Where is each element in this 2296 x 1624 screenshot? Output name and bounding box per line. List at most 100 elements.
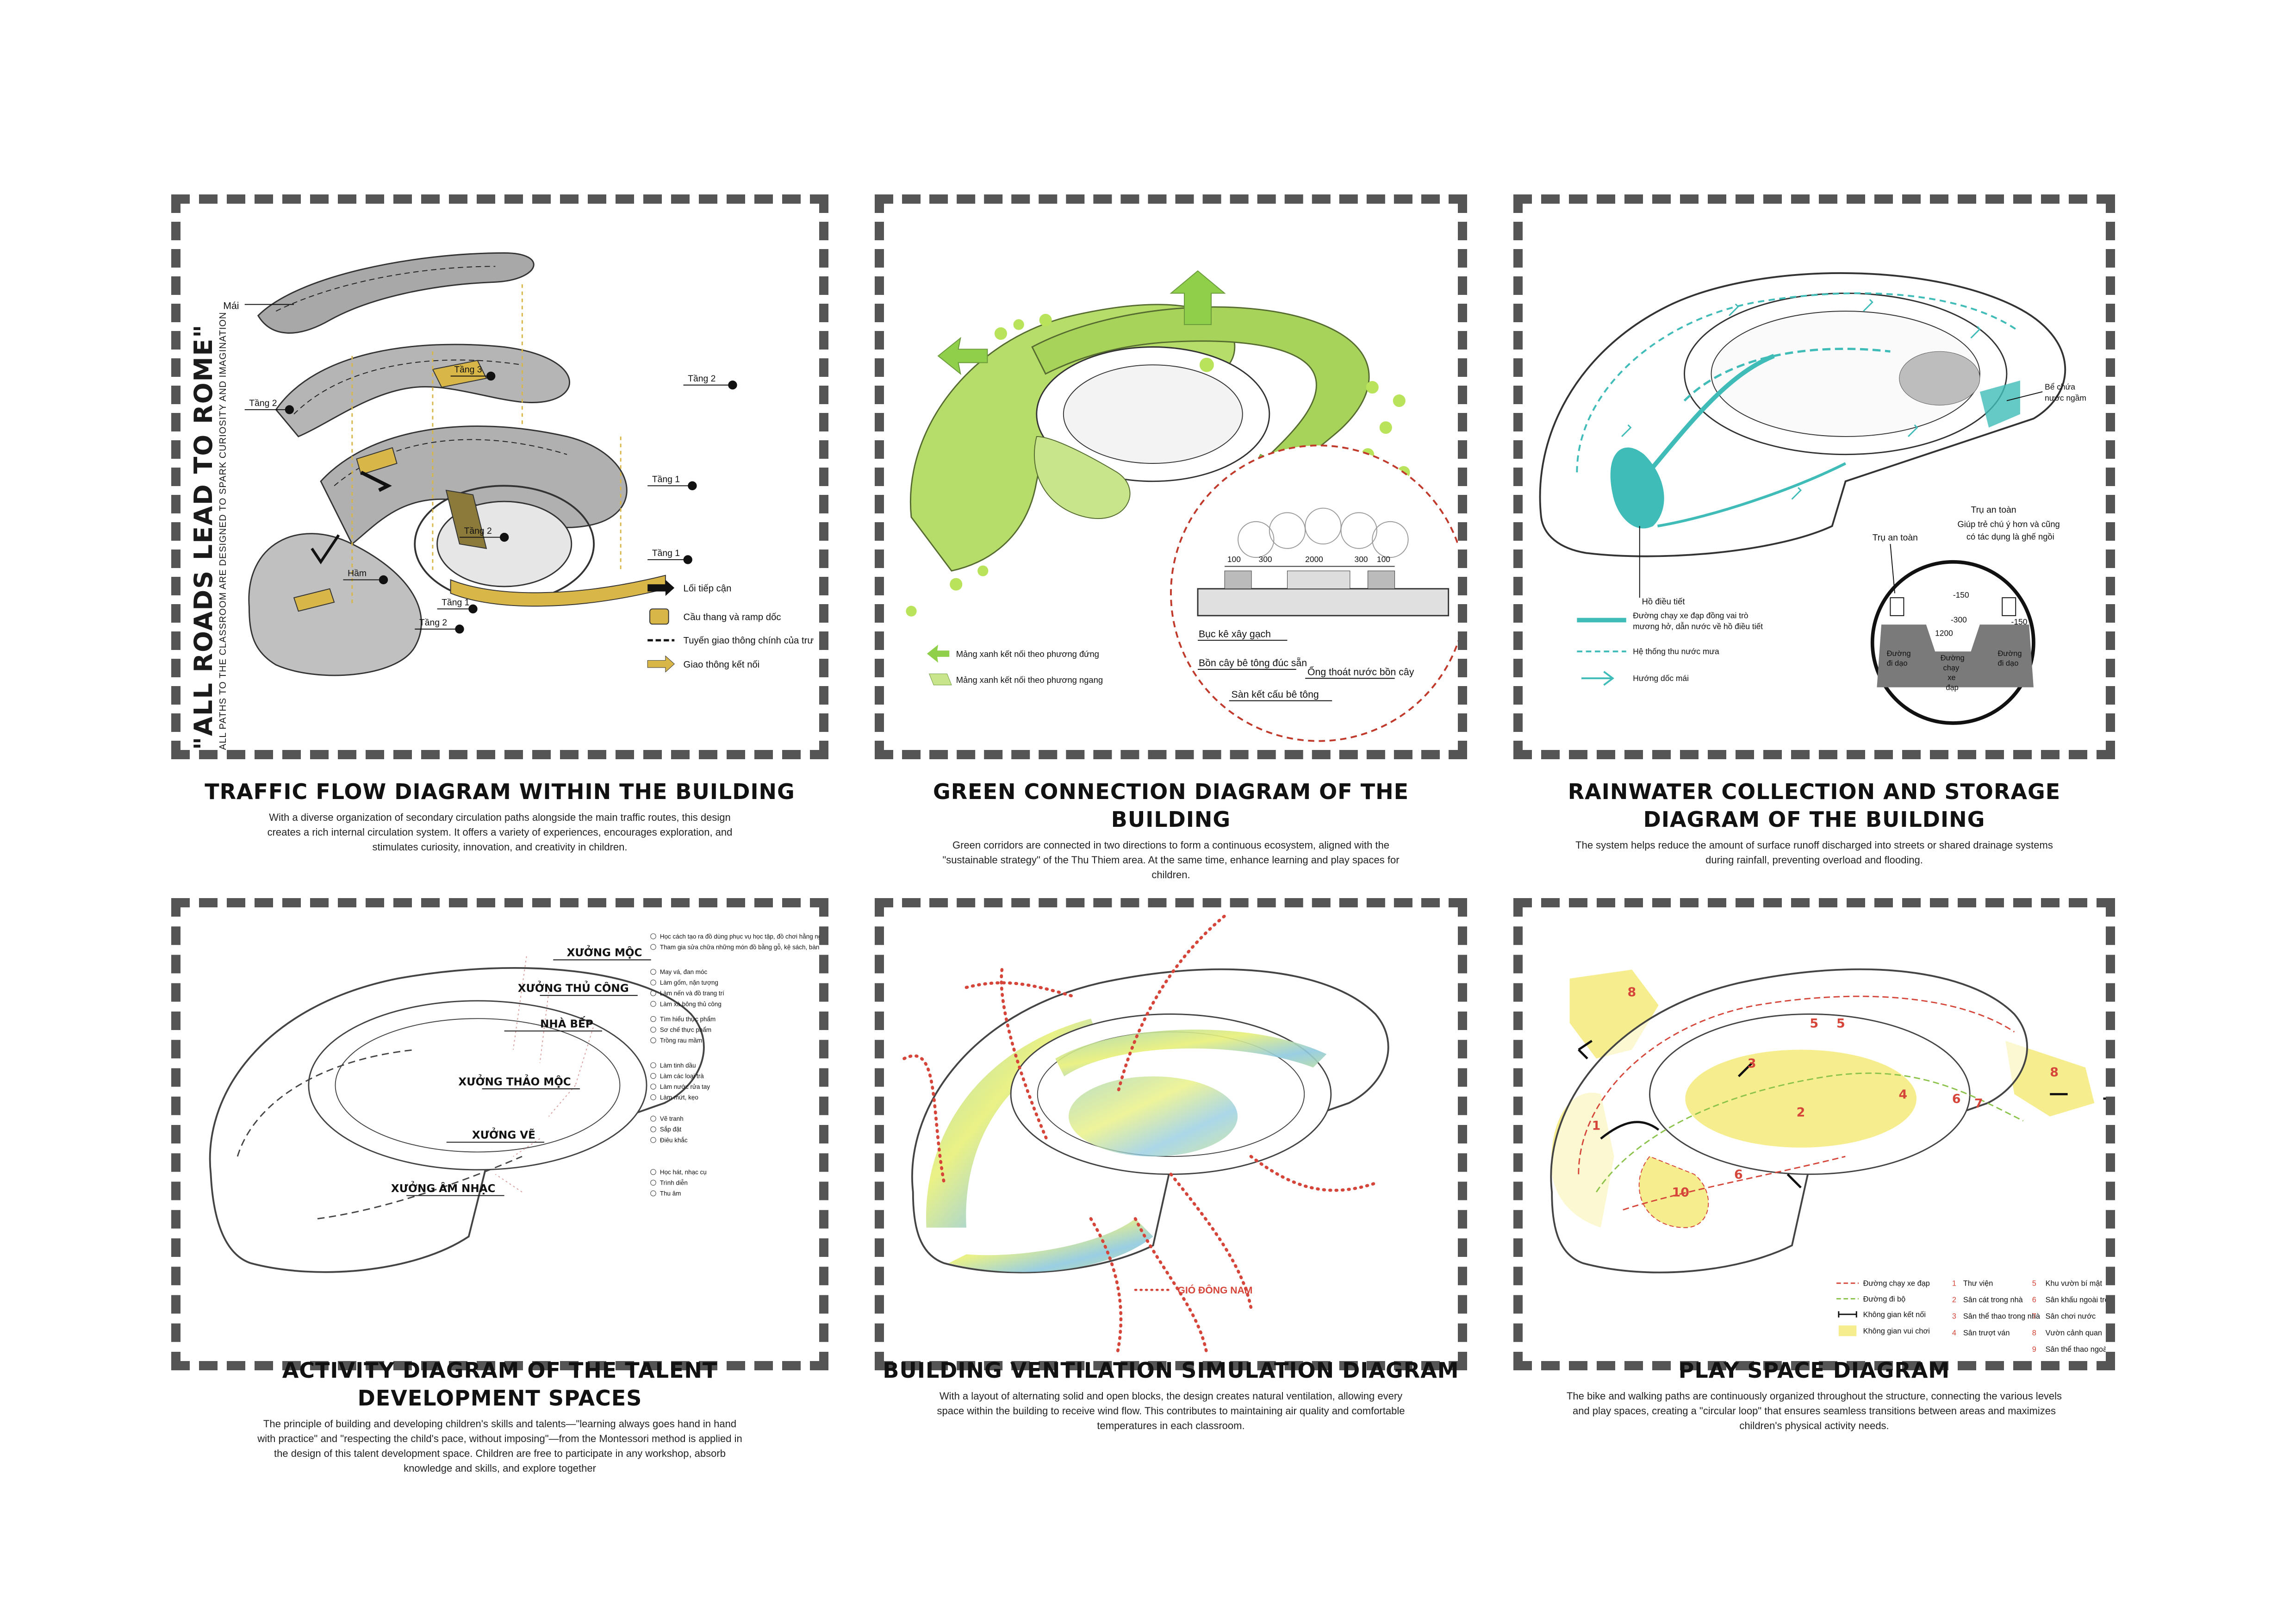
- activity-icon: [650, 1169, 656, 1175]
- caption-title: TRAFFIC FLOW DIAGRAM WITHIN THE BUILDING: [205, 779, 795, 804]
- vertical-green-icon: [927, 644, 950, 663]
- activity-icon: [650, 980, 656, 986]
- dimension-label: 2000: [1305, 555, 1323, 564]
- caption-title: BUILDING VENTILATION SIMULATION DIAGRAM: [883, 1358, 1459, 1383]
- zone-name: XƯỞNG VẼ: [472, 1128, 535, 1142]
- activity-icon: [650, 944, 656, 950]
- caption-wind: BUILDING VENTILATION SIMULATION DIAGRAM …: [875, 1356, 1467, 1433]
- legend-item: Hướng dốc mái: [1633, 674, 1689, 683]
- caption-traffic: TRAFFIC FLOW DIAGRAM WITHIN THE BUILDING…: [171, 778, 828, 855]
- wind-label: GIÓ ĐÔNG NAM: [1177, 1285, 1252, 1296]
- panel-traffic: Mái Tầng 3 Tầng 2 Tầng 2 Tầng 1 Tầng 2 T…: [171, 194, 828, 759]
- vertical-title: "ALL ROADS LEAD TO ROME" ALL PATHS TO TH…: [189, 312, 228, 750]
- legend-item: Khu vườn bí mật: [2046, 1280, 2103, 1288]
- activity-icon: [650, 990, 656, 996]
- tru-label: Trụ an toàn: [1873, 532, 1918, 543]
- legend-number: 9: [2032, 1345, 2036, 1354]
- activity-icon: [650, 1094, 656, 1100]
- legend-item: Mảng xanh kết nối theo phương ngang: [956, 675, 1103, 685]
- label-tang1-bottom: Tầng 1: [442, 598, 469, 608]
- caption-title-line1: RAINWATER COLLECTION AND STORAGE: [1568, 779, 2061, 804]
- zone-item: Làm nến và đồ trang trí: [660, 990, 724, 997]
- caption-title-line2: DIAGRAM OF THE BUILDING: [1643, 807, 1985, 832]
- activity-icon: [650, 1190, 656, 1197]
- activity-icon: [650, 933, 656, 939]
- zone-item: Thu âm: [660, 1190, 681, 1197]
- play-diagram: 12345566788910 Đường chạy xe đạp Đường đ…: [1550, 968, 2106, 1354]
- green-diagram: 100 300 2000 300 100 Bục kê xây gạch Bồn…: [906, 270, 1458, 742]
- activity-icon: [650, 1116, 656, 1122]
- legend-item: Sân chơi nước: [2046, 1312, 2096, 1321]
- legend-item: Mảng xanh kết nối theo phương đứng: [956, 649, 1099, 659]
- tank-label: nước ngầm: [2045, 394, 2086, 403]
- zone-item: Trồng rau mầm: [660, 1037, 702, 1044]
- legend-number: 3: [1952, 1312, 1956, 1321]
- section-label: đi dạo: [1887, 659, 1908, 668]
- zone-name: XƯỞNG ÂM NHẠC: [391, 1181, 496, 1195]
- legend-item: Sân khấu ngoài trời: [2046, 1296, 2106, 1304]
- zone-item: Vẽ tranh: [660, 1115, 684, 1122]
- section-label: xe: [1948, 674, 1955, 682]
- arrow-icon: [647, 580, 675, 596]
- activity-icon: [650, 1001, 656, 1007]
- zone-item: Sắp đặt: [660, 1126, 682, 1133]
- legend-number: 7: [2032, 1312, 2036, 1321]
- activity-icon: [650, 1180, 656, 1186]
- zone-item: Làm xà bông thủ công: [660, 1000, 722, 1007]
- zone-number: 4: [1899, 1087, 1908, 1102]
- activity-icon: [650, 1083, 656, 1090]
- wind-diagram: GIÓ ĐÔNG NAM: [902, 914, 1389, 1354]
- legend-item: Cầu thang và ramp dốc: [684, 612, 781, 623]
- legend-number: 2: [1952, 1296, 1956, 1304]
- caption-desc: With a diverse organization of secondary…: [267, 812, 733, 853]
- dimension-label: 100: [1377, 555, 1390, 564]
- zone-item: Tìm hiểu thực phẩm: [660, 1016, 716, 1023]
- legend-item: Thư viện: [1963, 1280, 1993, 1288]
- legend-item: Đường chạy xe đạp đồng vai trò: [1633, 611, 1748, 620]
- legend-item: Đường chạy xe đạp: [1863, 1280, 1930, 1288]
- zone-item: Tham gia sửa chữa những món đồ bằng gỗ, …: [660, 943, 819, 950]
- detail-label: Bục kê xây gạch: [1199, 628, 1271, 639]
- zone-number: 1: [1592, 1118, 1601, 1133]
- zone-number: 8: [1627, 985, 1636, 999]
- roof-slope-icon: [1581, 671, 1614, 686]
- legend-item: Giao thông kết nối: [684, 660, 760, 670]
- section-label: Đường: [1998, 650, 2022, 658]
- zone-item: Làm gốm, nặn tượng: [660, 979, 718, 986]
- label-tang2-right: Tầng 2: [688, 374, 716, 384]
- legend-item: mương hở, dẫn nước về hồ điều tiết: [1633, 622, 1763, 631]
- play-zone-numbers: 12345566788910: [1592, 985, 2059, 1199]
- dimension-label: 300: [1259, 555, 1272, 564]
- caption-desc: The system helps reduce the amount of su…: [1575, 839, 2053, 866]
- caption-desc: The bike and walking paths are continuou…: [1566, 1390, 2062, 1431]
- label-tang2-mid: Tầng 2: [464, 526, 492, 536]
- legend-item: Sân trượt ván: [1963, 1329, 2010, 1337]
- activity-icon: [650, 1073, 656, 1079]
- label-mai: Mái: [223, 300, 239, 311]
- legend-item: Tuyến giao thông chính của trư: [684, 636, 814, 646]
- traffic-legend: Lối tiếp cận Cầu thang và ramp dốc Tuyến…: [647, 580, 814, 673]
- traffic-diagram: Mái Tầng 3 Tầng 2 Tầng 2 Tầng 1 Tầng 2 T…: [223, 252, 814, 676]
- zone-number: 5: [1836, 1016, 1845, 1031]
- activity-icon: [650, 1037, 656, 1043]
- tru-note: Giúp trẻ chú ý hơn và cũng: [1958, 519, 2060, 529]
- activity-icon: [650, 1137, 656, 1143]
- detail-label: Ống thoát nước bồn cây: [1307, 665, 1414, 677]
- dimension-label: 300: [1355, 555, 1368, 564]
- panel-wind: GIÓ ĐÔNG NAM: [875, 898, 1467, 1370]
- dim-label: -150: [1953, 590, 1969, 600]
- activity-icon: [650, 969, 656, 975]
- zone-number: 7: [1974, 1096, 1983, 1111]
- legend-item: Không gian kết nối: [1863, 1311, 1926, 1319]
- label-ham: Hầm: [348, 568, 367, 579]
- zone-number: 6: [1734, 1168, 1743, 1182]
- caption-desc: Green corridors are connected in two dir…: [942, 839, 1400, 881]
- activity-icon: [650, 1026, 656, 1033]
- zone-name: NHÀ BẾP: [540, 1016, 593, 1030]
- zone-item: Làm tinh dầu: [660, 1062, 696, 1069]
- section-label: đạp: [1946, 683, 1958, 692]
- zone-item: Làm mứt, kẹo: [660, 1094, 698, 1101]
- detail-label: Sàn kết cấu bê tông: [1232, 689, 1319, 700]
- section-label: Đường: [1887, 650, 1911, 658]
